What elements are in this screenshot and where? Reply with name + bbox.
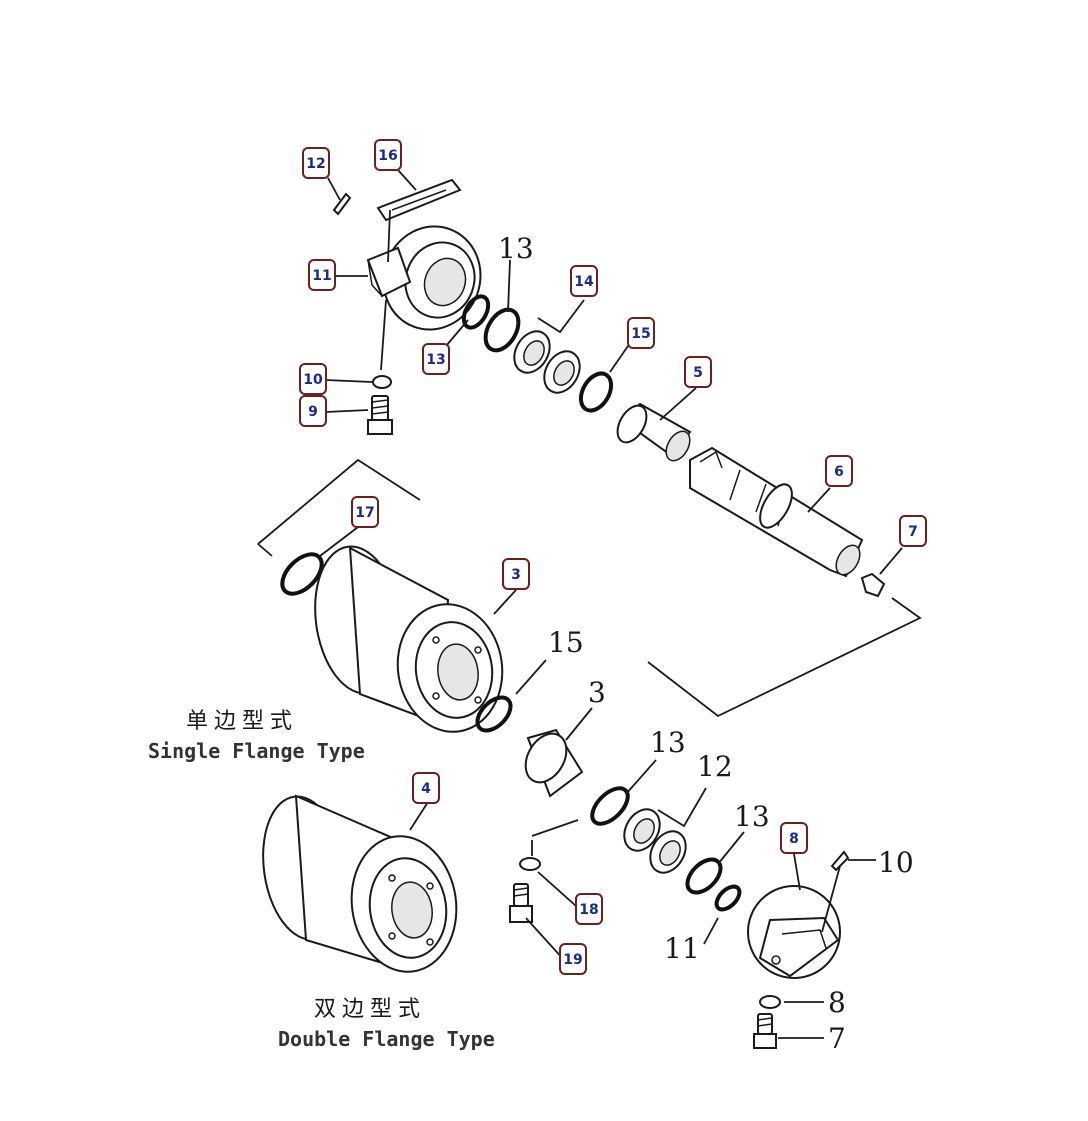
label-11-lower: 11: [664, 932, 700, 965]
callout-badge-8: 8: [780, 822, 808, 854]
callout-badge-11-top: 11: [308, 259, 336, 291]
callout-text-11-top: 11: [312, 268, 331, 284]
callout-text-5: 5: [693, 365, 703, 381]
leader-11-to-bolt: [380, 299, 387, 371]
part-3-single-flange-roller: [314, 545, 504, 733]
callout-badge-3: 3: [502, 558, 530, 590]
leader-10-lower-pin: [821, 865, 841, 933]
callout-text-9: 9: [308, 404, 318, 420]
callout-badge-13: 13: [422, 343, 450, 375]
part-13-oring-lower-b: [685, 857, 723, 895]
leader-14: [537, 299, 585, 334]
part-15-oring-mid: [475, 695, 513, 733]
part-8-collar-lower: [747, 885, 841, 979]
callout-badge-17: 17: [351, 496, 379, 528]
part-12-pin-upper: [332, 192, 352, 216]
callout-text-7: 7: [908, 524, 918, 540]
callout-text-10-top: 10: [303, 372, 323, 388]
group-bracket-right: [647, 597, 922, 718]
part-13-oring-lower-a: [590, 786, 630, 826]
callout-badge-10-top: 10: [299, 363, 327, 395]
callout-badge-14: 14: [570, 265, 598, 297]
callout-text-17: 17: [355, 505, 374, 521]
part-12-floating-seal-lower: [623, 808, 687, 874]
part-18-washer: [519, 857, 541, 871]
caption-single-flange-cn: 单边型式: [186, 709, 298, 734]
label-3-mid: 3: [588, 676, 606, 709]
callout-text-14: 14: [574, 274, 594, 290]
part-17-oring-single: [280, 552, 324, 596]
leader-16-down: [387, 209, 391, 263]
callout-badge-9: 9: [299, 395, 327, 427]
label-15-mid: 15: [548, 626, 584, 659]
callout-text-18: 18: [579, 902, 598, 918]
label-13-lower-a: 13: [650, 726, 686, 759]
caption-double-flange-en: Double Flange Type: [278, 1027, 495, 1051]
callout-badge-19: 19: [559, 943, 587, 975]
part-3-bushing-mid: [524, 728, 584, 798]
callout-text-6: 6: [834, 464, 844, 480]
part-7-bolt-lower: [753, 1013, 777, 1049]
label-12-lower: 12: [697, 750, 733, 783]
part-4-double-flange-roller: [262, 794, 458, 973]
part-19-bolt: [509, 883, 533, 923]
callout-text-16: 16: [378, 148, 397, 164]
label-13-top: 13: [498, 232, 534, 265]
label-8-lower: 8: [828, 986, 846, 1019]
leader-12-lower: [657, 787, 707, 828]
part-10-washer-upper: [372, 375, 392, 389]
part-14-floating-seal-upper: [513, 330, 581, 394]
callout-text-13: 13: [426, 352, 445, 368]
part-7-plug-upper: [860, 572, 886, 598]
callout-badge-12-top: 12: [302, 147, 330, 179]
callout-badge-7: 7: [899, 515, 927, 547]
part-6-shaft: [689, 446, 864, 578]
label-10-lower: 10: [878, 846, 914, 879]
callout-badge-4: 4: [412, 772, 440, 804]
callout-text-12-top: 12: [306, 156, 325, 172]
callout-badge-5: 5: [684, 356, 712, 388]
caption-single-flange-en: Single Flange Type: [148, 739, 365, 763]
callout-text-3: 3: [511, 567, 521, 583]
callout-badge-6: 6: [825, 455, 853, 487]
callout-badge-18: 18: [575, 893, 603, 925]
label-7-lower: 7: [828, 1022, 846, 1055]
caption-double-flange-cn: 双边型式: [314, 997, 426, 1022]
callout-badge-16: 16: [374, 139, 402, 171]
callout-text-8: 8: [789, 831, 799, 847]
label-13-lower-b: 13: [734, 800, 770, 833]
callout-badge-15: 15: [627, 317, 655, 349]
callout-text-15: 15: [631, 326, 650, 342]
part-13-oring-upper-small: [461, 294, 491, 330]
part-5-bushing: [616, 402, 692, 462]
part-16-plate: [376, 178, 462, 222]
leader-258: [257, 543, 273, 557]
part-11-collar-upper: [366, 225, 482, 331]
callout-text-19: 19: [563, 952, 582, 968]
part-13-oring-upper-large: [483, 307, 521, 353]
group-bracket-top: [257, 458, 421, 545]
part-15-oring-upper: [578, 371, 614, 413]
callout-text-4: 4: [421, 781, 431, 797]
group-bracket-lower: [531, 819, 579, 856]
callout-leaders: [319, 169, 903, 1039]
part-11-oring-lower: [714, 884, 742, 912]
part-10-pin-lower: [830, 850, 850, 872]
part-9-bolt: [367, 395, 393, 435]
part-8-washer-lower: [759, 995, 781, 1009]
